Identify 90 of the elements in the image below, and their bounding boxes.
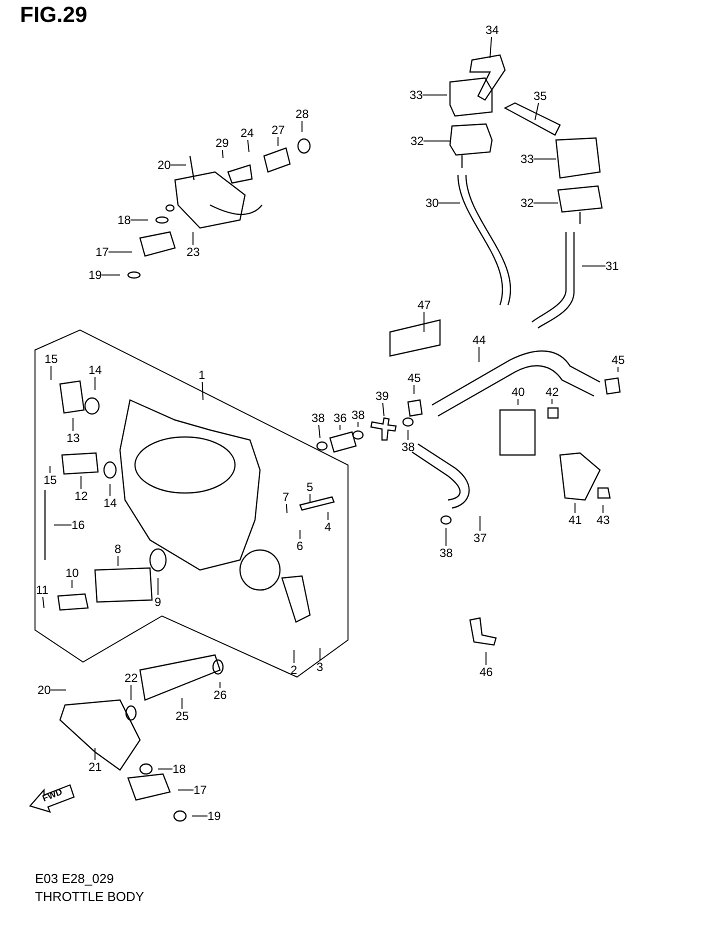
leader-line (158, 768, 173, 770)
fig-title: FIG.29 (20, 2, 88, 28)
leader-line (438, 202, 460, 204)
leader-line (533, 202, 558, 204)
callout-number: 1 (198, 368, 206, 382)
callout-number: 38 (440, 546, 453, 560)
callout-number: 32 (410, 134, 424, 148)
callout-number: 34 (486, 23, 499, 37)
callout-number: 24 (240, 126, 254, 140)
leader-line (534, 102, 540, 120)
callout-number: 11 (36, 583, 48, 597)
leader-line (382, 402, 384, 416)
leader-line (130, 684, 132, 700)
callout-number: 19 (208, 809, 221, 823)
callout-number: 32 (520, 196, 534, 210)
leader-line (533, 158, 556, 160)
diagram-caption: THROTTLE BODY (35, 889, 144, 904)
callout-number: 33 (410, 88, 423, 102)
leader-line (478, 346, 480, 362)
callout-number: 8 (114, 542, 122, 556)
callout-number: 31 (606, 259, 619, 273)
callout-number: 15 (44, 473, 57, 487)
leader-line (94, 376, 96, 390)
callout-number: 45 (612, 353, 625, 367)
callout-number: 14 (88, 363, 102, 377)
drawing-code: E03 E28_029 (35, 871, 114, 886)
callout-number: 23 (186, 245, 200, 259)
callout-number: 28 (296, 107, 309, 121)
leader-line (54, 524, 72, 526)
callout-number: 38 (352, 408, 365, 422)
leader-line (94, 748, 96, 760)
callout-number: 3 (316, 660, 324, 674)
callout-number: 17 (96, 245, 109, 259)
callout-number: 19 (88, 268, 102, 282)
leader-line (247, 140, 250, 152)
callout-number: 10 (66, 566, 79, 580)
callout-number: 17 (194, 783, 207, 797)
callout-number: 38 (312, 411, 325, 425)
callout-number: 43 (596, 513, 610, 527)
callout-number: 5 (306, 480, 314, 494)
callout-number: 37 (474, 531, 487, 545)
callout-number: 25 (176, 709, 189, 723)
callout-number: 14 (104, 496, 117, 510)
leader-line (222, 150, 224, 158)
leader-line (318, 424, 320, 438)
callout-number: 42 (546, 385, 559, 399)
callout-number: 12 (74, 489, 88, 503)
callout-number: 36 (334, 411, 347, 425)
callout-number: 47 (418, 298, 431, 312)
callout-number: 41 (568, 513, 582, 527)
leader-line (192, 232, 194, 246)
callout-number: 38 (402, 440, 415, 454)
callout-number: 20 (158, 158, 171, 172)
leader-line (80, 476, 82, 490)
leader-line (50, 366, 52, 380)
leader-line (101, 274, 120, 276)
callout-number: 18 (172, 762, 186, 776)
callout-number: 29 (216, 136, 229, 150)
callout-number: 4 (324, 520, 332, 534)
leader-line (170, 164, 186, 166)
callout-number: 30 (426, 196, 439, 210)
leader-line (490, 36, 492, 58)
callout-number: 33 (520, 152, 534, 166)
leader-line (42, 596, 44, 608)
callout-number: 40 (512, 385, 525, 399)
callout-number: 15 (44, 352, 58, 366)
callout-number: 16 (72, 518, 85, 532)
leader-line (423, 140, 450, 142)
callout-number: 21 (88, 760, 102, 774)
callout-number: 35 (534, 89, 547, 103)
callout-number: 2 (290, 663, 298, 677)
leader-line (422, 94, 448, 96)
callout-number: 9 (154, 595, 162, 609)
callout-number: 20 (38, 683, 51, 697)
callout-number: 7 (282, 490, 290, 504)
leader-line (574, 502, 576, 514)
leader-line (602, 504, 604, 514)
callout-number: 18 (118, 213, 131, 227)
leader-line (202, 382, 204, 400)
callout-number: 6 (296, 539, 304, 553)
callout-number: 26 (214, 688, 227, 702)
callout-number: 44 (472, 333, 486, 347)
callout-number: 39 (376, 389, 389, 403)
callout-number: 22 (124, 671, 138, 685)
leader-line (286, 504, 288, 514)
callout-number: 27 (272, 123, 285, 137)
callout-number: 13 (66, 431, 80, 445)
leader-line (72, 418, 74, 432)
callout-number: 45 (408, 371, 421, 385)
callout-number: 46 (480, 665, 493, 679)
